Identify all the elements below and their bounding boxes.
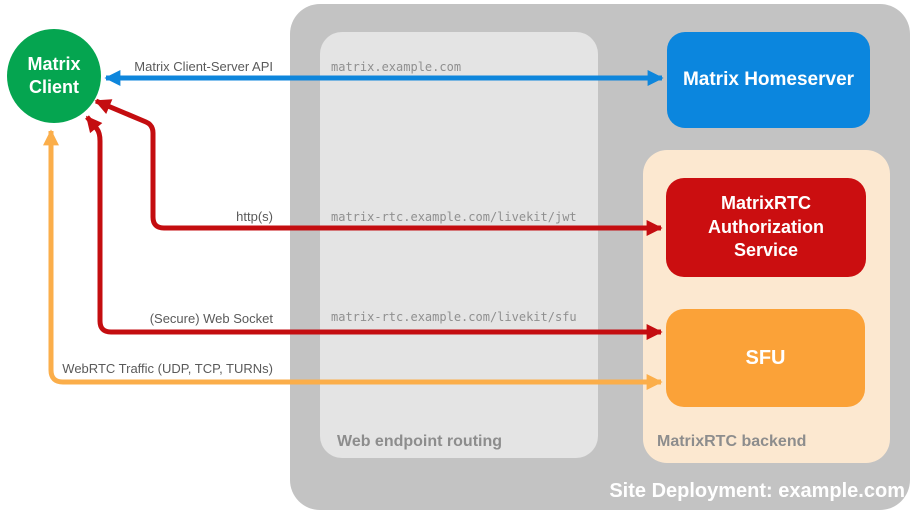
sfu-label: SFU <box>745 347 786 369</box>
site-deployment-title: Site Deployment: example.com <box>609 480 905 502</box>
route-matrix-example-com: matrix.example.com <box>331 60 462 74</box>
node-matrix-client: Matrix Client <box>7 29 101 123</box>
edge-label-websocket: (Secure) Web Socket <box>149 311 273 326</box>
edge-label-http: http(s) <box>236 209 273 224</box>
route-livekit-jwt: matrix-rtc.example.com/livekit/jwt <box>331 210 577 224</box>
matrix-homeserver-label: Matrix Homeserver <box>682 68 855 90</box>
matrixrtc-backend-label: MatrixRTC backend <box>657 433 807 450</box>
matrix-client-label: Matrix Client <box>27 53 81 97</box>
edge-label-webrtc-traffic: WebRTC Traffic (UDP, TCP, TURNs) <box>62 361 273 376</box>
web-endpoint-routing-label: Web endpoint routing <box>337 433 503 450</box>
node-matrix-homeserver: Matrix Homeserver <box>667 32 870 128</box>
node-matrixrtc-authorization-service: MatrixRTC Authorization Service <box>666 178 866 277</box>
web-endpoint-routing-box <box>320 32 598 458</box>
authorization-service-label: MatrixRTC Authorization Service <box>708 193 824 261</box>
node-sfu: SFU <box>666 309 865 407</box>
edge-label-client-server-api: Matrix Client-Server API <box>134 59 273 74</box>
route-livekit-sfu: matrix-rtc.example.com/livekit/sfu <box>331 310 577 324</box>
